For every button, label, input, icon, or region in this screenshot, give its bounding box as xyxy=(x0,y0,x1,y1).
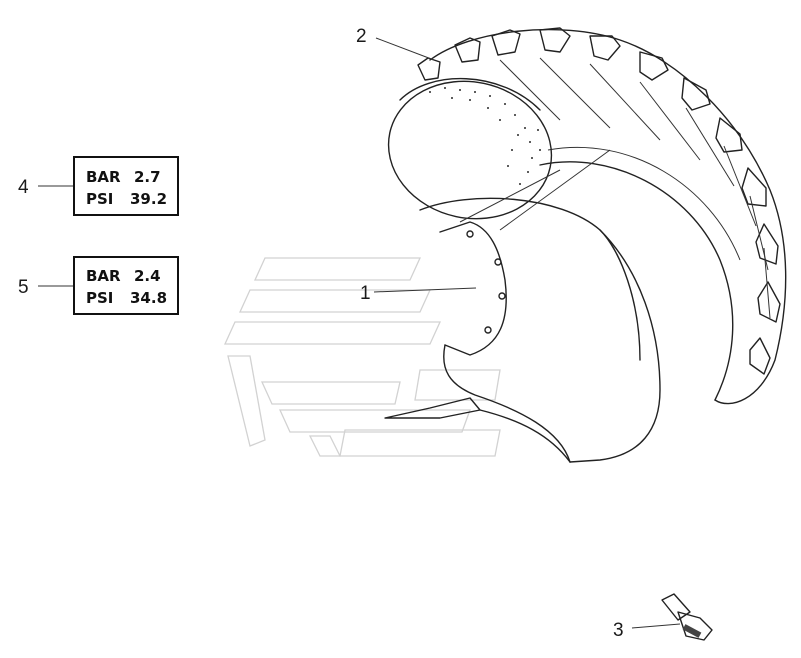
tire-drawing xyxy=(387,27,787,405)
plate-5-line2-unit: PSI xyxy=(86,289,113,307)
valve-drawing xyxy=(661,593,713,641)
plate-5-line1-unit: BAR xyxy=(86,267,121,285)
pressure-plate-4: BAR 2.7 PSI 39.2 xyxy=(73,156,179,216)
callout-2: 2 xyxy=(356,26,367,47)
plate-4-line2-value: 39.2 xyxy=(130,190,167,208)
plate-4-line1-unit: BAR xyxy=(86,168,121,186)
callout-5: 5 xyxy=(18,277,29,298)
pressure-plate-5: BAR 2.4 PSI 34.8 xyxy=(73,256,179,315)
plate-4-line2-unit: PSI xyxy=(86,190,113,208)
leader-lines xyxy=(38,37,681,629)
plate-5-line2-value: 34.8 xyxy=(130,289,167,307)
rim-drawing xyxy=(384,149,661,463)
plate-5-line1-value: 2.4 xyxy=(134,267,161,285)
callout-3: 3 xyxy=(613,620,624,641)
watermark-logo xyxy=(223,257,501,457)
tire-shading xyxy=(429,87,541,185)
callout-1: 1 xyxy=(360,283,371,304)
plate-4-line1-value: 2.7 xyxy=(134,168,161,186)
callout-4: 4 xyxy=(18,177,29,198)
